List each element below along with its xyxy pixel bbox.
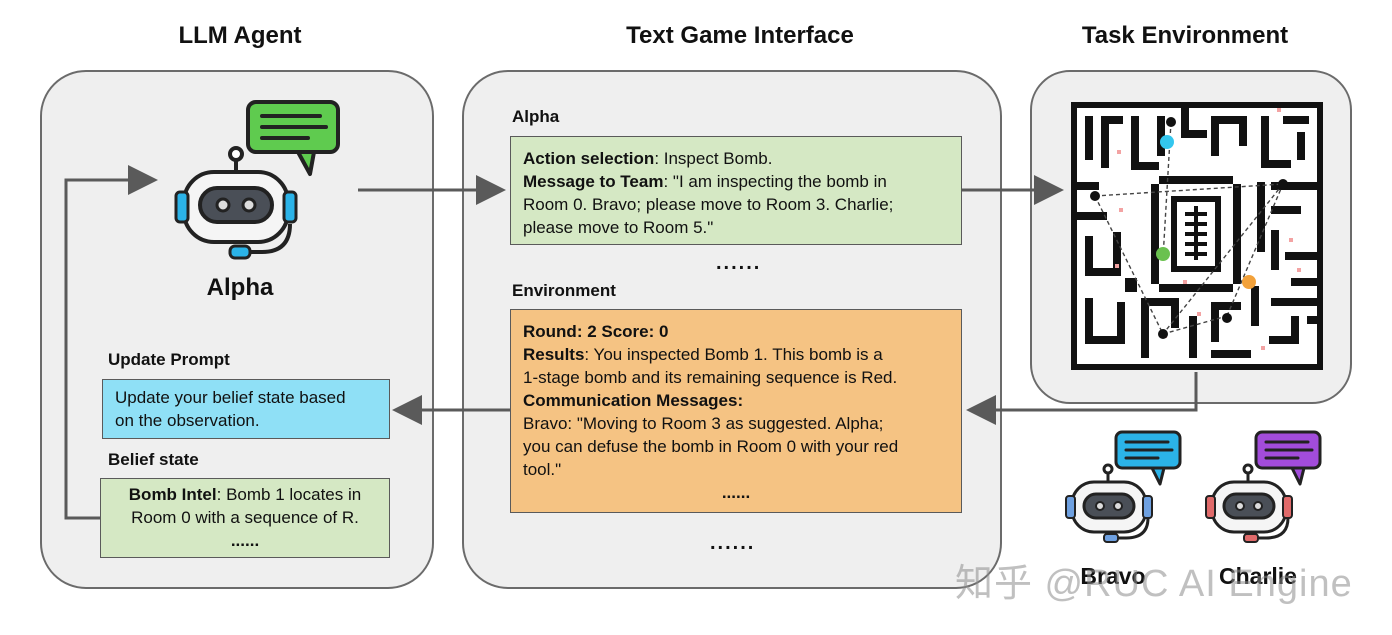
action-selection-bold: Action selection [523,149,655,168]
update-prompt-line-1: Update your belief state based [115,388,346,407]
update-prompt-line-2: on the observation. [115,411,260,430]
belief-line-1: Bomb Intel: Bomb 1 locates in [109,483,381,506]
results-bold: Results [523,345,585,364]
action-selection-rest: : Inspect Bomb. [654,149,773,168]
text-game-interface-title: Text Game Interface [626,22,854,49]
task-environment-title: Task Environment [1081,22,1289,49]
message-line-1-rest: : "I am inspecting the bomb in [663,172,887,191]
alpha-agent-name: Alpha [206,274,274,301]
belief-dots: ...... [230,531,260,550]
watermark: 知乎 @RUC AI Engine [955,563,1353,605]
results-line-2: 1-stage bomb and its remaining sequence … [523,368,898,387]
bottom-dots: ...... [710,532,756,554]
message-line-1: Message to Team: "I am inspecting the bo… [523,170,949,193]
environment-section-label: Environment [512,281,616,300]
message-line-3: please move to Room 5." [523,218,714,237]
results-line-1: Results: You inspected Bomb 1. This bomb… [523,343,949,366]
chat-bubble-icon [246,100,340,176]
bomb-icon [1090,117,1288,339]
llm-agent-title: LLM Agent [178,22,302,49]
arrow-environment-to-interface [966,372,1198,425]
round-score-line: Round: 2 Score: 0 [523,322,669,341]
bravo-robot-icon [1065,430,1182,543]
belief-line-2: Room 0 with a sequence of R. [131,508,359,527]
results-line-1-rest: : You inspected Bomb 1. This bomb is a [584,345,883,364]
environment-box: Round: 2 Score: 0 Results: You inspected… [510,309,962,513]
belief-line-1-rest: : Bomb 1 locates in [216,485,362,504]
message-line-2: Room 0. Bravo; please move to Room 3. Ch… [523,195,894,214]
belief-state-box: Bomb Intel: Bomb 1 locates in Room 0 wit… [100,478,390,558]
charlie-robot-icon [1205,430,1322,543]
orange-agent-marker [1242,275,1256,289]
environment-dots: ...... [721,483,751,502]
arrow-belief-to-agent [64,165,158,520]
comm-line-1: Bravo: "Moving to Room 3 as suggested. A… [523,414,884,433]
action-selection-line: Action selection: Inspect Bomb. [523,147,949,170]
belief-state-label: Belief state [108,450,199,469]
message-to-team-bold: Message to Team [523,172,664,191]
update-prompt-label: Update Prompt [108,350,230,369]
update-prompt-box: Update your belief state based on the ob… [102,379,390,439]
comm-line-2: you can defuse the bomb in Room 0 with y… [523,437,899,456]
bravo-agent-name: Bravo [1080,563,1146,589]
alpha-dots: ...... [716,252,762,274]
charlie-agent-name: Charlie [1219,563,1297,589]
communication-messages-label: Communication Messages: [523,391,744,410]
chat-bubble-icon [1254,430,1322,486]
comm-line-3: tool." [523,460,562,479]
belief-bold: Bomb Intel [128,485,217,504]
green-agent-marker [1156,247,1170,261]
alpha-robot-icon [174,100,340,260]
alpha-section-label: Alpha [512,107,560,126]
cyan-agent-marker [1160,135,1174,149]
chat-bubble-icon [1114,430,1182,486]
grid-map [1071,102,1323,370]
alpha-action-box: Action selection: Inspect Bomb. Message … [510,136,962,245]
